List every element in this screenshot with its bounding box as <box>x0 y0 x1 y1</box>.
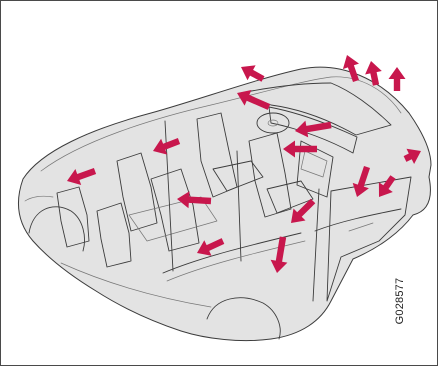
car-body-silhouette <box>18 67 431 340</box>
airflow-arrow <box>241 65 265 82</box>
figure-code-label: G028577 <box>393 271 407 331</box>
airflow-arrow <box>389 67 406 91</box>
